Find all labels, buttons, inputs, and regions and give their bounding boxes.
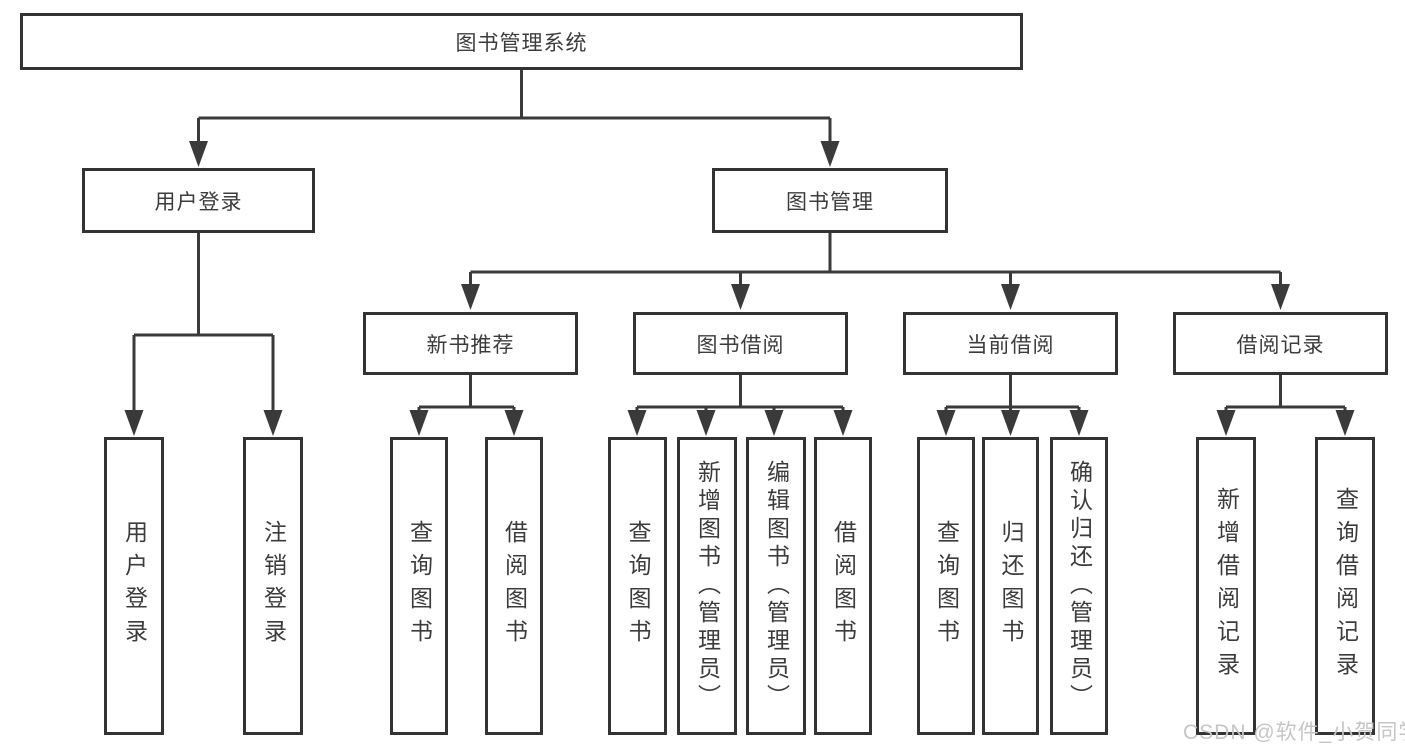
arrow-down-icon — [936, 410, 956, 436]
connector-current-borrow — [936, 375, 1089, 436]
node-query-books-current: 查询图书 — [917, 437, 975, 735]
node-borrow-books-recommend: 借阅图书 — [485, 437, 543, 735]
node-borrow-records: 借阅记录 — [1173, 312, 1388, 375]
node-borrow-books-leaf: 借阅图书 — [814, 437, 872, 735]
arrow-down-icon — [504, 410, 524, 436]
arrow-down-icon — [461, 284, 480, 310]
node-return-books: 归还图书 — [982, 437, 1039, 735]
node-confirm-return-admin: 确认归还（管理员） — [1050, 437, 1108, 735]
arrow-down-icon — [189, 141, 208, 167]
node-logout-leaf: 注销登录 — [243, 437, 303, 735]
arrow-down-icon — [820, 141, 840, 167]
node-query-books-recommend: 查询图书 — [390, 437, 448, 735]
arrow-down-icon — [696, 410, 716, 436]
arrow-down-icon — [627, 410, 647, 436]
node-add-borrow-record: 新增借阅记录 — [1196, 437, 1256, 735]
connector-new-book-recommend — [409, 375, 524, 436]
connector-borrow-records — [1216, 375, 1355, 436]
node-add-books-admin: 新增图书（管理员） — [677, 437, 737, 735]
arrow-down-icon — [409, 410, 429, 436]
node-query-borrow-record: 查询借阅记录 — [1315, 437, 1375, 735]
arrow-down-icon — [1001, 284, 1020, 310]
node-root: 图书管理系统 — [20, 13, 1023, 70]
arrow-down-icon — [124, 410, 144, 436]
connector-root — [189, 70, 840, 167]
arrow-down-icon — [1216, 410, 1236, 436]
node-book-management: 图书管理 — [712, 168, 948, 233]
connector-book-borrow — [627, 375, 853, 436]
arrow-down-icon — [1271, 284, 1290, 310]
arrow-down-icon — [833, 410, 853, 436]
node-new-book-recommend: 新书推荐 — [363, 312, 578, 375]
arrow-down-icon — [1335, 410, 1355, 436]
arrow-down-icon — [263, 410, 283, 436]
arrow-down-icon — [1069, 410, 1089, 436]
node-book-borrow: 图书借阅 — [633, 312, 848, 375]
connector-book-management — [461, 233, 1290, 310]
node-user-login: 用户登录 — [82, 168, 315, 233]
arrow-down-icon — [731, 284, 750, 310]
node-query-books-borrow: 查询图书 — [608, 437, 667, 735]
node-user-login-leaf: 用户登录 — [104, 437, 164, 735]
connector-user-login — [124, 233, 283, 436]
arrow-down-icon — [1001, 410, 1020, 436]
node-current-borrow: 当前借阅 — [903, 312, 1118, 375]
node-edit-books-admin: 编辑图书（管理员） — [746, 437, 806, 735]
csdn-watermark: CSDN @软件_小贺同学 — [1183, 721, 1405, 744]
arrow-down-icon — [764, 410, 784, 436]
